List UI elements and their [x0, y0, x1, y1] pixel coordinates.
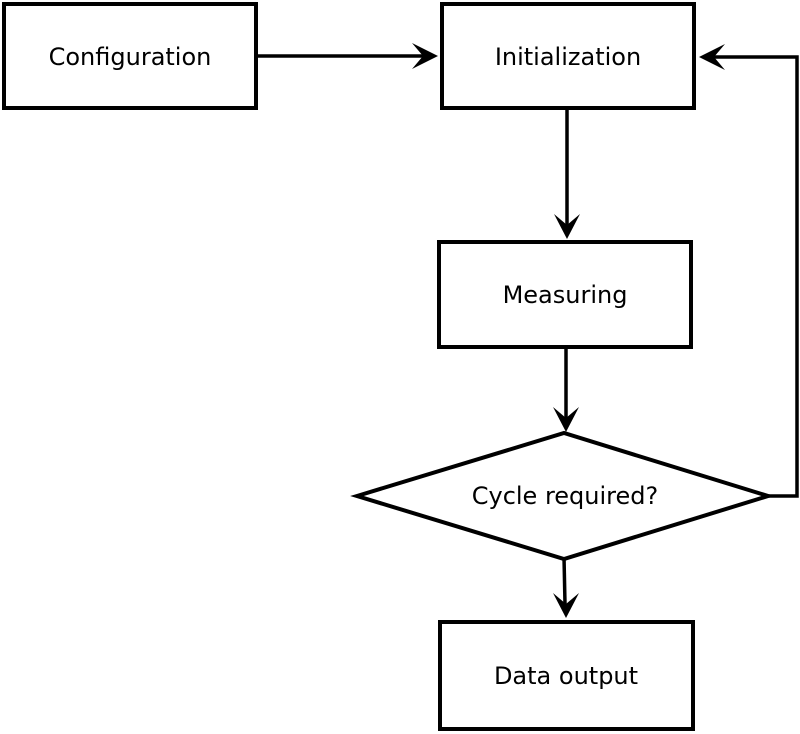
edge-line [714, 55, 799, 498]
decision-label: Cycle required? [472, 482, 659, 510]
configuration-label: Configuration [49, 43, 212, 71]
initialization-box [440, 2, 696, 110]
node-measuring: Measuring [437, 240, 693, 349]
arrowhead-down-icon [553, 407, 579, 432]
arrowhead-left-icon [699, 44, 725, 70]
edge-decision-initialization-loop [699, 44, 799, 498]
arrowhead-down-icon [554, 214, 580, 239]
arrowhead-down-icon [553, 593, 579, 618]
edge-measuring-decision [553, 347, 579, 432]
data-output-box [438, 620, 695, 731]
initialization-label: Initialization [495, 43, 641, 71]
node-decision: Cycle required? [350, 430, 775, 562]
edge-configuration-initialization [257, 43, 438, 69]
decision-diamond [350, 430, 775, 562]
data-output-label: Data output [494, 662, 638, 690]
edge-initialization-measuring [554, 108, 580, 239]
node-data-output: Data output [438, 620, 695, 731]
measuring-box [437, 240, 693, 349]
node-configuration: Configuration [2, 2, 258, 110]
edge-decision-data-output [553, 556, 579, 618]
configuration-box [2, 2, 258, 110]
edge-line [562, 556, 567, 605]
measuring-label: Measuring [503, 281, 628, 309]
arrowhead-right-icon [412, 43, 438, 69]
node-initialization: Initialization [440, 2, 696, 110]
